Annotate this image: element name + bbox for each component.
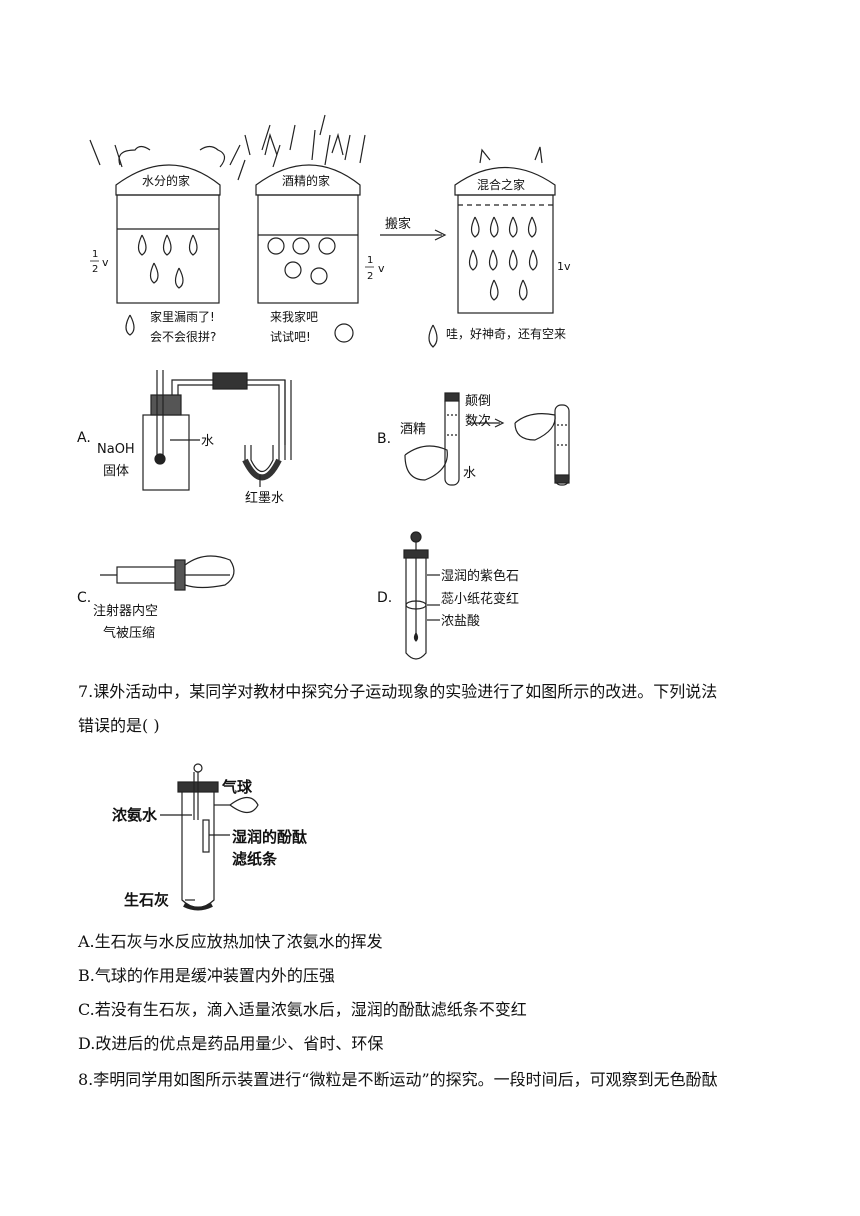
house3-body [457,194,554,314]
option-b-letter: B. [377,431,391,447]
mixed-drops [468,216,538,301]
acid-label: 浓盐酸 [441,614,480,629]
q7-option-b[interactable]: B.气球的作用是缓冲装置内外的压强 [78,966,335,985]
one-v-label: 1v [557,260,571,273]
option-a-letter: A. [77,430,91,446]
water-drops [137,234,198,289]
water-label-b: 水 [463,466,476,481]
option-d-letter: D. [377,590,392,606]
phenol-label-2: 滤纸条 [232,850,278,868]
alcohol-speech-1: 来我家吧 [270,309,318,324]
water-speech-1: 家里漏雨了! [150,309,215,324]
phenol-label-1: 湿润的酚酞 [232,828,307,846]
half-unit-1: v [102,256,109,269]
q7-option-d[interactable]: D.改进后的优点是药品用量少、省时、环保 [78,1034,384,1053]
house1-body [116,194,220,304]
ammonia-label: 浓氨水 [112,806,158,824]
q7-option-c[interactable]: C.若没有生石灰，滴入适量浓氨水后，湿润的酚酞滤纸条不变红 [78,1000,527,1019]
q7-stem-line2: 错误的是( ) [78,716,160,735]
litmus-label-2: 蕊小纸花变红 [441,591,519,607]
option-b-figure: B. 酒精 颠倒 数次 水 [377,392,570,486]
option-a-figure: A. NaOH 固体 水 红墨水 [77,370,292,506]
alcohol-drops [267,237,336,285]
water-speech-2: 会不会很拼? [150,330,216,344]
syringe-label-1: 注射器内空 [93,603,158,619]
q7-stem-line1: 7.课外活动中，某同学对教材中探究分子运动现象的实验进行了如图所示的改进。下列说… [78,682,718,701]
half-num-1: 1 [92,249,98,260]
q8-stem-line1: 8.李明同学用如图所示装置进行“微粒是不断运动”的探究。一段时间后，可观察到无色… [78,1070,718,1089]
half-unit-2: v [378,262,385,275]
move-label: 搬家 [385,216,411,232]
balloon-label: 气球 [221,778,253,796]
alcohol-speech-2: 试试吧! [270,329,311,344]
mix-speech: 哇，好神奇，还有空来 [446,327,566,341]
q7-figure: 浓氨水 气球 湿润的酚酞 滤纸条 生石灰 [112,763,307,911]
option-c-letter: C. [77,590,91,606]
ink-label: 红墨水 [245,490,284,506]
house2-body [257,194,359,304]
flip-label-1: 颠倒 [465,394,491,409]
water-label-a: 水 [201,434,214,449]
option-d-figure: D. 湿润的紫色石 蕊小纸花变红 浓盐酸 [377,531,519,660]
house2-title: 酒精的家 [282,173,330,188]
house1-title: 水分的家 [142,173,190,188]
option-c-figure: C. 注射器内空 气被压缩 [77,555,235,641]
house2-roof [255,164,361,196]
lime-label: 生石灰 [124,891,169,909]
house3-roof [454,167,556,196]
half-den-1: 2 [92,264,98,275]
half-den-2: 2 [367,271,373,282]
naoh-label: NaOH [97,442,135,457]
half-num-2: 1 [367,255,373,266]
alcohol-label: 酒精 [400,422,426,437]
house1-roof [115,164,221,196]
flip-label-2: 数次 [465,413,491,429]
q7-option-a[interactable]: A.生石灰与水反应放热加快了浓氨水的挥发 [78,932,383,951]
syringe-label-2: 气被压缩 [103,625,155,641]
houses-figure: 水分的家 酒精的家 混合之家 1 2 v 1 2 v 1v 搬家 家里漏雨了! … [89,114,571,348]
house3-title: 混合之家 [477,177,525,192]
litmus-label-1: 湿润的紫色石 [441,568,519,584]
solid-label: 固体 [103,464,129,479]
